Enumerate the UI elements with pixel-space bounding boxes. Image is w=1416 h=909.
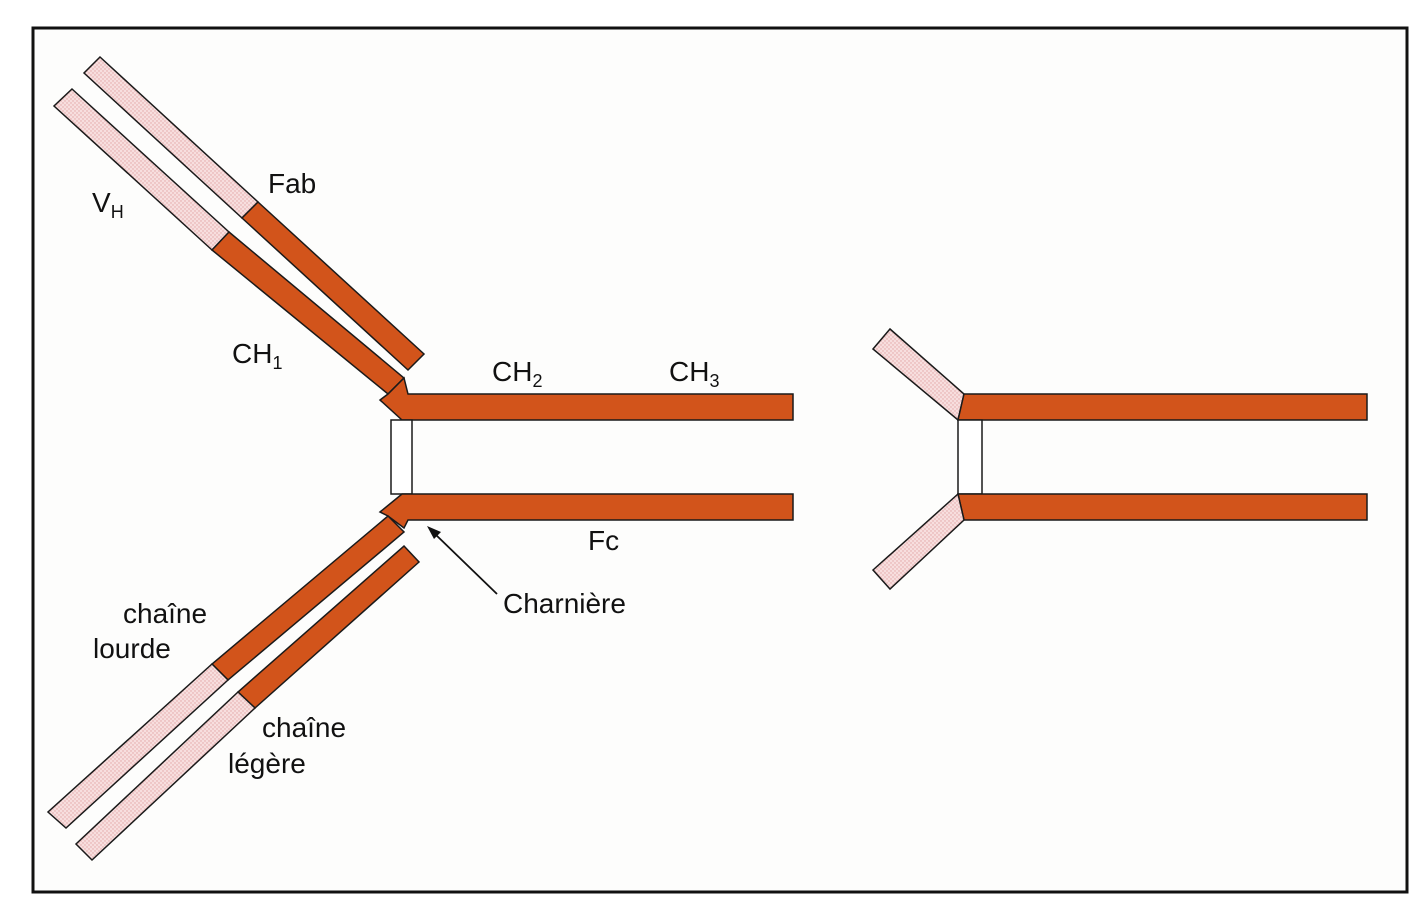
label-fab: Fab xyxy=(268,168,316,199)
label-heavy-chain-line1: chaîne xyxy=(123,598,207,629)
label-light-chain-line1: chaîne xyxy=(262,712,346,743)
label-ch3: CH3 xyxy=(669,356,719,391)
figure-frame xyxy=(31,26,1409,894)
hinge-box xyxy=(390,419,413,495)
label-light-chain-line2: légère xyxy=(228,748,306,779)
fragment-lower-chain xyxy=(957,493,1368,521)
lower-light-chain-variable xyxy=(74,690,257,862)
fragment-hinge-box xyxy=(957,419,983,495)
label-ch2: CH2 xyxy=(492,356,542,391)
antibody-fragment xyxy=(871,327,1368,591)
lower-heavy-chain-variable xyxy=(46,662,230,830)
label-vh: VH xyxy=(92,187,124,222)
fragment-lower-stub xyxy=(871,492,965,591)
upper-light-chain-constant xyxy=(240,200,426,372)
label-heavy-chain-line2: lourde xyxy=(93,633,171,664)
antibody-full xyxy=(46,55,794,862)
label-ch1: CH1 xyxy=(232,338,282,373)
hinge-arrow xyxy=(427,526,498,595)
upper-heavy-chain-fc xyxy=(378,376,794,421)
label-fc: Fc xyxy=(588,525,619,556)
fragment-upper-chain xyxy=(957,393,1368,421)
label-hinge: Charnière xyxy=(503,588,626,619)
